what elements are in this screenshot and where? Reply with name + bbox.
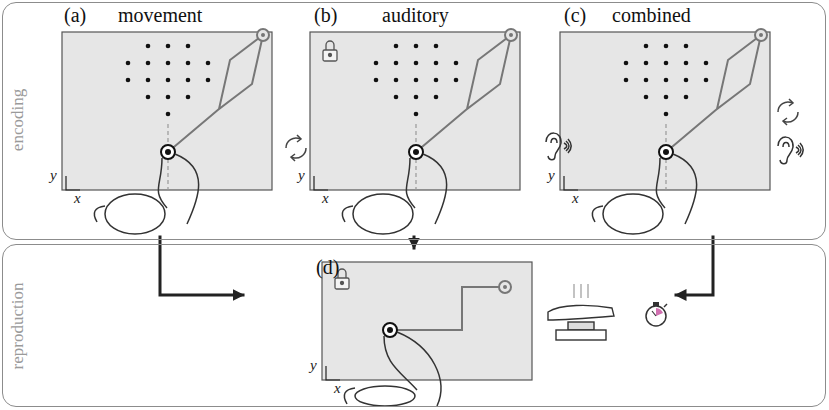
axis-label: y bbox=[310, 358, 317, 373]
encoding-band: encoding (a) movement (b) auditory (c) combine… bbox=[2, 2, 826, 240]
ear-icon bbox=[778, 137, 803, 164]
condition-title: auditory bbox=[382, 4, 449, 26]
axis-label: x bbox=[334, 381, 341, 396]
panel-letter: (d) bbox=[316, 256, 339, 278]
axis-label: x bbox=[74, 191, 81, 206]
ear-icon bbox=[546, 133, 571, 160]
lock-icon bbox=[323, 41, 337, 61]
panel-letter: (b) bbox=[314, 4, 337, 26]
movement-icon bbox=[286, 135, 306, 161]
condition-panel: (c) combined bbox=[555, 4, 805, 236]
axis-label: y bbox=[298, 168, 305, 183]
workspace-screen bbox=[310, 29, 520, 190]
panel-letter: (a) bbox=[64, 4, 86, 26]
workspace-screen bbox=[322, 262, 532, 380]
reproduction-panel: (d) bbox=[245, 250, 675, 402]
stage-label: encoding bbox=[7, 88, 29, 150]
participant bbox=[342, 154, 446, 234]
flow-arrow bbox=[413, 236, 416, 250]
participant bbox=[94, 154, 198, 234]
axis-label: y bbox=[50, 168, 57, 183]
workspace-screen bbox=[560, 29, 770, 190]
button-press-icon bbox=[548, 284, 614, 340]
condition-panel: (b) auditory bbox=[305, 4, 545, 236]
condition-title: movement bbox=[118, 4, 202, 26]
participant bbox=[592, 154, 696, 234]
axis-label: x bbox=[572, 191, 579, 206]
reproduction-band: reproduction (d) bbox=[2, 244, 826, 407]
workspace-screen bbox=[62, 29, 272, 190]
condition-panel: (a) movement bbox=[50, 4, 308, 236]
condition-title: combined bbox=[612, 4, 691, 26]
stage-label: reproduction bbox=[7, 282, 29, 369]
axis-label: x bbox=[322, 191, 329, 206]
movement-icon bbox=[778, 99, 798, 125]
participant bbox=[344, 332, 440, 406]
axis-label: y bbox=[548, 168, 555, 183]
stopwatch-icon bbox=[646, 302, 667, 326]
panel-letter: (c) bbox=[564, 4, 586, 26]
